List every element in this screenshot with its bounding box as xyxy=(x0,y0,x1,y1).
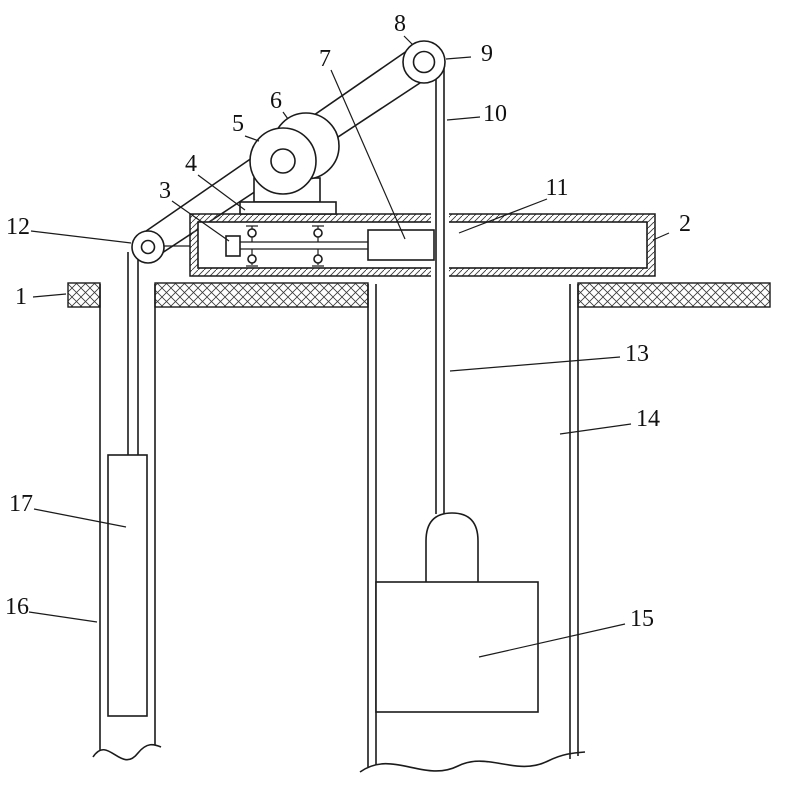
main-cable xyxy=(435,66,445,514)
leader-lines xyxy=(28,35,670,658)
bolt-head xyxy=(247,254,257,264)
leader-6 xyxy=(282,111,289,120)
leader-12 xyxy=(30,230,132,244)
top-pulley xyxy=(402,40,446,84)
leader-15 xyxy=(478,623,626,658)
shaft-break-line xyxy=(359,751,586,773)
leader-16 xyxy=(28,611,98,623)
label-4: 4 xyxy=(185,151,197,177)
weight-block xyxy=(375,581,539,713)
leader-7 xyxy=(330,69,406,240)
bolt-head xyxy=(313,254,323,264)
bolt-left xyxy=(246,225,258,267)
ground-segment-middle xyxy=(154,282,369,308)
leader-14 xyxy=(559,423,632,435)
outer-shaft xyxy=(359,284,586,773)
mechanism-end-block xyxy=(225,235,241,257)
leader-2 xyxy=(652,232,670,241)
main-pulley xyxy=(249,127,317,195)
label-12: 12 xyxy=(6,214,30,240)
leader-5 xyxy=(244,135,260,142)
bolt-right xyxy=(312,225,324,267)
bolt-head xyxy=(313,228,323,238)
label-11: 11 xyxy=(545,175,568,201)
leader-8 xyxy=(403,35,414,46)
label-14: 14 xyxy=(636,406,660,432)
leader-9 xyxy=(445,56,472,60)
bolt-head xyxy=(247,228,257,238)
label-17: 17 xyxy=(9,491,33,517)
leader-3 xyxy=(171,200,230,242)
weight-dome xyxy=(425,512,479,582)
label-9: 9 xyxy=(481,41,493,67)
label-8: 8 xyxy=(394,11,406,37)
motor-base xyxy=(239,201,337,215)
hydraulic-cylinder xyxy=(367,229,435,261)
leader-10 xyxy=(446,116,481,121)
ground xyxy=(67,282,771,308)
label-5: 5 xyxy=(232,111,244,137)
top-pulley-hub xyxy=(412,50,436,74)
leader-17 xyxy=(33,508,127,528)
leader-4 xyxy=(197,174,246,211)
label-3: 3 xyxy=(159,178,171,204)
slide-mechanism xyxy=(225,225,435,267)
left-pipe-break-line xyxy=(92,743,162,761)
ground-segment-right xyxy=(577,282,771,308)
left-cable xyxy=(127,252,139,455)
label-1: 1 xyxy=(15,284,27,310)
leader-1 xyxy=(32,293,67,298)
inner-tube xyxy=(107,454,148,717)
left-pulley xyxy=(131,230,165,264)
label-13: 13 xyxy=(625,341,649,367)
hammer-weight xyxy=(375,512,539,713)
label-16: 16 xyxy=(5,594,29,620)
label-10: 10 xyxy=(483,101,507,127)
label-2: 2 xyxy=(679,211,691,237)
label-15: 15 xyxy=(630,606,654,632)
main-pulley-hub xyxy=(270,148,296,174)
label-6: 6 xyxy=(270,88,282,114)
ground-segment-left xyxy=(67,282,101,308)
left-pipe xyxy=(92,284,162,761)
left-pulley-hub xyxy=(140,239,156,255)
leader-13 xyxy=(449,356,621,372)
leader-11 xyxy=(458,198,548,234)
reference-labels: 1 2 3 4 5 6 7 8 9 10 11 12 13 14 15 16 1… xyxy=(5,11,691,632)
label-7: 7 xyxy=(319,46,331,72)
